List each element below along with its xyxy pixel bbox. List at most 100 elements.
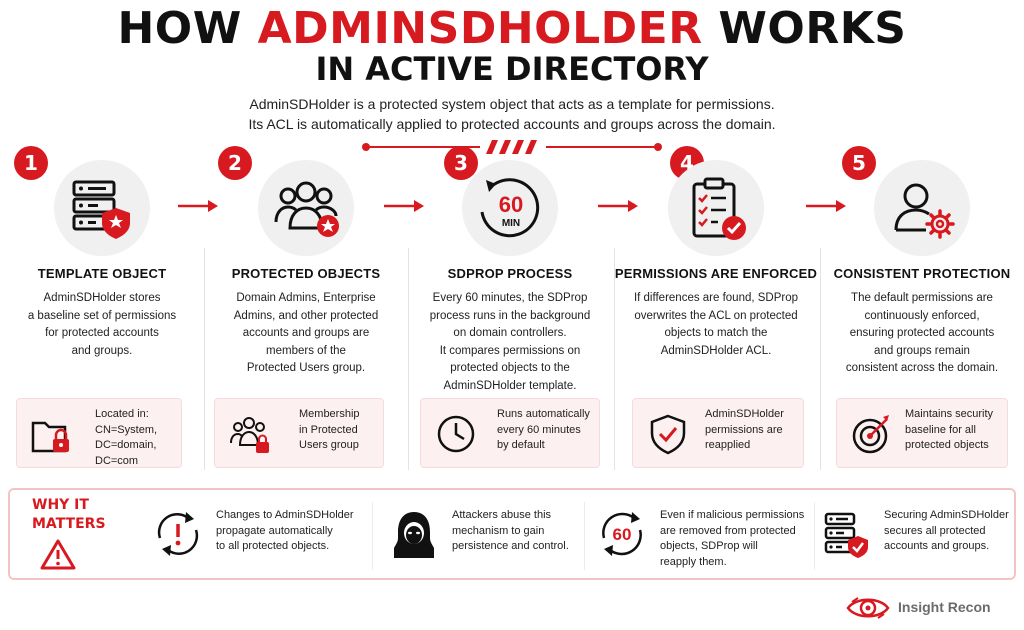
- card-text-line: Membership: [299, 408, 360, 420]
- step-description-line: If differences are found, SDProp: [633, 292, 799, 304]
- step-number: 1: [14, 146, 48, 180]
- why-item-text-line: Even if malicious permissions: [660, 509, 805, 521]
- flow-arrow-2: [384, 200, 424, 212]
- card-text-line: DC=com: [95, 454, 139, 467]
- title-highlight: ADMINSDHOLDER: [257, 3, 703, 54]
- column-divider: [204, 248, 205, 470]
- server-stack-shield-icon: [54, 160, 150, 256]
- step-number: 3: [444, 146, 478, 180]
- warning-triangle-icon: [40, 539, 76, 570]
- step-description-line: members of the: [266, 344, 346, 357]
- why-item-text-line: mechanism to gain: [452, 524, 545, 537]
- why-title-line: WHY IT: [32, 497, 89, 513]
- card-text-line: every 60 minutes: [497, 423, 581, 436]
- brand-logo: Insight Recon: [846, 594, 1016, 622]
- hooded-attacker-icon: [394, 512, 434, 558]
- step-description-line: a baseline set of permissions: [27, 309, 177, 322]
- step-description-line: on domain controllers.: [453, 327, 567, 339]
- why-item-securing: Securing AdminSDHolder secures all prote…: [820, 500, 1010, 572]
- info-card-reapplied: AdminSDHolder permissions are reapplied: [632, 398, 804, 468]
- step-description-line: AdminSDHolder stores: [43, 292, 161, 304]
- step-heading: PERMISSIONS ARE ENFORCED: [614, 266, 818, 281]
- step-description-line: The default permissions are: [851, 292, 993, 304]
- user-group-star-icon: [258, 160, 354, 256]
- cycle-60-icon: 60: [602, 512, 642, 556]
- step-number: 5: [842, 146, 876, 180]
- subtitle-line1: AdminSDHolder is a protected system obje…: [249, 96, 775, 112]
- step-description: If differences are found, SDProp overwri…: [628, 290, 804, 360]
- why-item-text: Changes to AdminSDHolder propagate autom…: [216, 508, 354, 555]
- info-card-schedule: Runs automatically every 60 minutes by d…: [420, 398, 600, 468]
- why-item-text-line: Attackers abuse this: [452, 509, 552, 521]
- card-text-line: DC=domain,: [95, 439, 157, 451]
- clock-icon: [437, 415, 475, 453]
- why-divider: [814, 502, 815, 570]
- timer-unit: MIN: [502, 218, 520, 229]
- step-heading: PROTECTED OBJECTS: [231, 266, 381, 281]
- step-description-line: AdminSDHolder template.: [443, 379, 577, 392]
- step-description-line: for protected accounts: [45, 327, 159, 339]
- user-group-lock-icon: [230, 417, 269, 453]
- title-part2: WORKS: [702, 3, 907, 54]
- step-description-line: objects to match the: [664, 327, 768, 339]
- step-description: The default permissions are continuously…: [834, 290, 1010, 378]
- card-text-line: Users group: [299, 439, 359, 451]
- card-text-line: CN=System,: [95, 423, 158, 436]
- why-item-attackers: Attackers abuse this mechanism to gain p…: [388, 500, 578, 572]
- step-heading: CONSISTENT PROTECTION: [833, 266, 1011, 281]
- step-heading: SDPROP PROCESS: [447, 266, 573, 281]
- why-item-text-line: to all protected objects.: [216, 540, 330, 552]
- card-text-line: in Protected: [299, 423, 358, 436]
- step-description-line: consistent across the domain.: [845, 362, 999, 374]
- step-description-line: protected objects to the: [450, 362, 570, 374]
- sync-alert-icon: [157, 512, 199, 556]
- step-number: 2: [218, 146, 252, 180]
- card-text-line: permissions are: [705, 423, 783, 436]
- step-description-line: Protected Users group.: [246, 362, 366, 374]
- server-shield-icon: [824, 512, 868, 558]
- brand-name: Insight Recon: [898, 599, 991, 615]
- why-it-matters-panel: WHY IT MATTERS Changes to AdminSDHolder …: [8, 488, 1016, 580]
- card-text: Runs automatically every 60 minutes by d…: [497, 407, 601, 454]
- why-item-text-line: secures all protected: [884, 524, 986, 537]
- decorative-divider: [362, 140, 662, 154]
- card-text-line: protected objects: [905, 439, 989, 451]
- why-title-line: MATTERS: [32, 516, 106, 532]
- step-description-line: and groups.: [71, 344, 133, 357]
- step-description-line: ensuring protected accounts: [849, 327, 995, 339]
- step-description-line: Domain Admins, Enterprise: [236, 292, 376, 304]
- folder-lock-icon: [31, 421, 69, 453]
- why-item-text-line: persistence and control.: [452, 540, 569, 552]
- info-card-location: Located in: CN=System, DC=domain, DC=com: [16, 398, 182, 468]
- eye-logo-icon: [846, 597, 890, 619]
- card-text-line: Maintains security: [905, 408, 994, 420]
- cycle-number: 60: [613, 525, 632, 544]
- step-description-line: Every 60 minutes, the SDProp: [432, 292, 588, 304]
- timer-60-icon: 60 MIN: [462, 160, 558, 256]
- subtitle-line2: Its ACL is automatically applied to prot…: [248, 116, 776, 132]
- card-text-line: Runs automatically: [497, 408, 590, 420]
- why-item-text: Securing AdminSDHolder secures all prote…: [884, 508, 1009, 555]
- step-description-line: overwrites the ACL on protected: [634, 309, 798, 322]
- flow-arrow-3: [598, 200, 638, 212]
- card-text-line: AdminSDHolder: [705, 408, 784, 420]
- title-part1: HOW: [117, 3, 258, 54]
- step-description-line: It compares permissions on: [439, 344, 581, 357]
- flow-arrow-1: [178, 200, 218, 212]
- step-description-line: Admins, and other protected: [233, 309, 379, 322]
- why-item-text-line: reapply them.: [660, 555, 727, 568]
- why-item-text-line: propagate automatically: [216, 524, 333, 537]
- why-item-text-line: Changes to AdminSDHolder: [216, 509, 354, 521]
- target-icon: [852, 415, 889, 454]
- step-description-line: continuously enforced,: [864, 309, 980, 322]
- clipboard-check-icon: [668, 160, 764, 256]
- shield-check-icon: [650, 414, 686, 455]
- page-title: HOW ADMINSDHOLDER WORKS: [0, 4, 1024, 54]
- step-description: Domain Admins, Enterprise Admins, and ot…: [218, 290, 394, 378]
- why-divider: [584, 502, 585, 570]
- why-item-text: Even if malicious permissions are remove…: [660, 508, 804, 570]
- step-description-line: and groups remain: [874, 344, 970, 357]
- step-description-line: AdminSDHolder ACL.: [660, 344, 772, 357]
- why-item-text-line: accounts and groups.: [884, 540, 990, 552]
- page-title-line2: IN ACTIVE DIRECTORY: [315, 50, 709, 88]
